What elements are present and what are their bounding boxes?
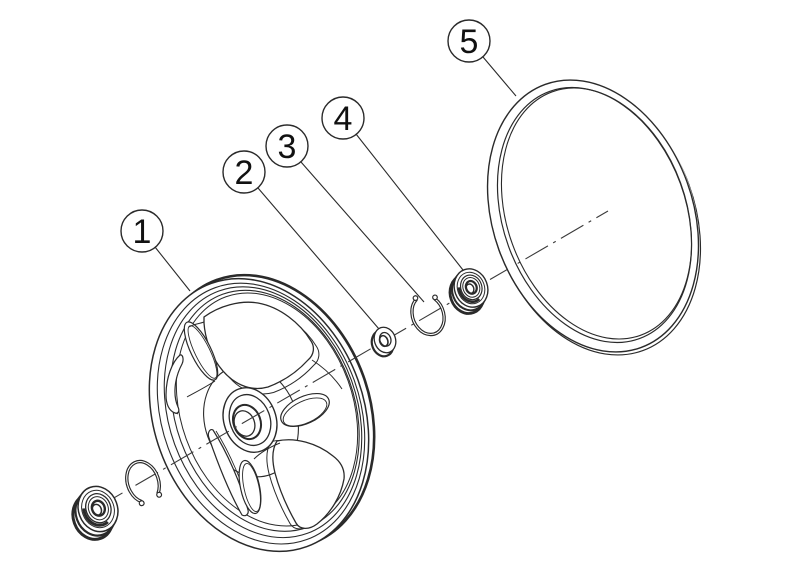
- callout-4-label: 4: [334, 100, 353, 138]
- axis-centerline: [99, 210, 609, 507]
- callout-2: 2: [222, 150, 266, 194]
- wheel-ridge-4: [186, 380, 216, 398]
- retaining-ring-front: [125, 459, 163, 507]
- retaining-ring: [410, 294, 446, 337]
- bearing-front: [71, 485, 119, 541]
- tire-band-fill: [488, 79, 700, 352]
- callout-3: 3: [265, 124, 309, 168]
- callout-1: 1: [120, 209, 164, 253]
- callout-5: 5: [447, 19, 491, 63]
- wheel-cutout-top: [203, 301, 320, 395]
- leader-line-2: [257, 187, 380, 330]
- wheel-ridge-1: [311, 359, 343, 390]
- tire-outer-edge: [486, 79, 700, 353]
- tire-inner-edge: [496, 86, 693, 344]
- tire: [486, 79, 702, 356]
- callout-3-label: 3: [278, 128, 297, 166]
- wheel-groove-2: [163, 286, 363, 539]
- wheel-cutout-bottom-right: [266, 439, 345, 530]
- callout-2-label: 2: [235, 154, 254, 192]
- leader-lines: [154, 56, 517, 330]
- wheel-ridge-2: [253, 442, 281, 460]
- wheel-cutout-left: [165, 354, 184, 415]
- wheel-lens-bottom: [238, 459, 262, 515]
- leader-line-5: [482, 56, 517, 97]
- wheel: [148, 273, 376, 553]
- bearing: [448, 268, 489, 315]
- wheel-groove-1: [156, 282, 366, 545]
- wheel-hub-bore: [222, 387, 278, 453]
- callout-4: 4: [321, 96, 365, 140]
- callouts: 1 2 3 4 5: [120, 19, 491, 253]
- callout-5-label: 5: [460, 23, 479, 61]
- wheel-lens-right: [280, 392, 330, 428]
- washer: [370, 326, 397, 358]
- callout-1-label: 1: [133, 213, 152, 251]
- wheel-ridge-3: [188, 321, 205, 328]
- leader-line-3: [300, 161, 425, 303]
- leader-line-4: [355, 133, 464, 271]
- leader-line-1: [154, 246, 191, 292]
- tire-inner-edge-2: [500, 87, 693, 340]
